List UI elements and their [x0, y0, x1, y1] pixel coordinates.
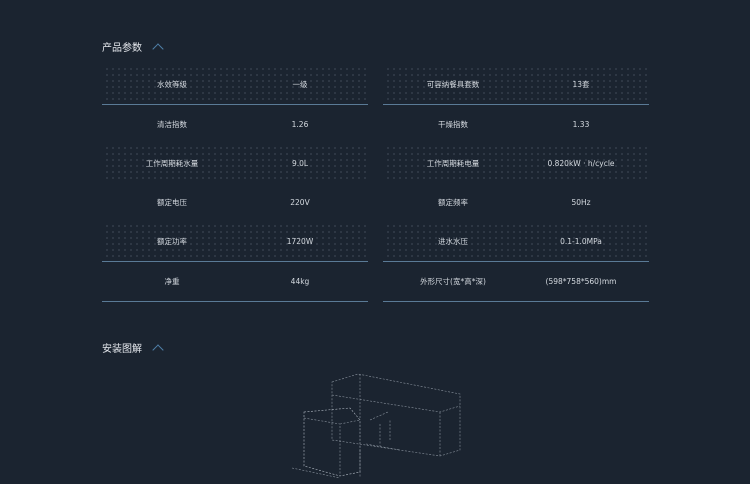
- param-label: 干燥指数: [438, 120, 468, 129]
- param-value: 1720W: [286, 237, 314, 246]
- param-label: 水效等级: [157, 80, 187, 89]
- param-value: 13套: [572, 80, 590, 89]
- param-row: 工作周期耗水量 9.0L: [102, 144, 368, 183]
- chevron-up-icon[interactable]: [152, 343, 164, 356]
- param-value: 220V: [290, 198, 310, 207]
- param-value: (598*758*560)mm: [545, 277, 617, 286]
- cabinet-outline: [331, 373, 461, 457]
- installation-diagram: [291, 373, 461, 479]
- params-left-column: 水效等级 一级清洁指数 1.26 工作周期耗水量 9.0L 额定电压 220V 额定功率 172…: [102, 65, 368, 302]
- param-label: 外形尺寸(宽*高*深): [420, 277, 486, 286]
- param-label: 净重: [164, 277, 180, 286]
- params-title: 产品参数: [102, 43, 142, 54]
- param-row: 清洁指数 1.26: [102, 105, 368, 144]
- install-title: 安装图解: [102, 344, 142, 355]
- param-row: 额定电压 220V: [102, 183, 368, 222]
- param-row: 进水水压 0.1-1.0MPa: [383, 222, 649, 262]
- dishwasher-outline: [303, 407, 361, 477]
- section-title-params[interactable]: 产品参数: [102, 39, 164, 55]
- param-label: 可容纳餐具套数: [426, 80, 480, 89]
- param-label: 工作周期耗水量: [145, 159, 199, 168]
- param-row: 水效等级 一级: [102, 65, 368, 105]
- param-label: 清洁指数: [157, 120, 187, 129]
- section-title-install[interactable]: 安装图解: [102, 340, 164, 356]
- param-row: 额定频率 50Hz: [383, 183, 649, 222]
- param-value: 50Hz: [571, 198, 591, 207]
- param-value: 1.26: [291, 120, 309, 129]
- param-row: 工作周期耗电量 0.820kW · h/cycle: [383, 144, 649, 183]
- param-value: 0.1-1.0MPa: [560, 237, 602, 246]
- params-right-column: 可容纳餐具套数 13套干燥指数 1.33 工作周期耗电量 0.820kW · h/cyc…: [383, 65, 649, 302]
- chevron-up-icon[interactable]: [152, 42, 164, 55]
- param-row: 干燥指数 1.33: [383, 105, 649, 144]
- param-row: 额定功率 1720W: [102, 222, 368, 262]
- param-value: 44kg: [290, 277, 310, 286]
- param-label: 工作周期耗电量: [426, 159, 480, 168]
- param-label: 额定功率: [157, 237, 187, 246]
- param-row: 净重 44kg: [102, 262, 368, 302]
- param-value: 9.0L: [291, 159, 309, 168]
- param-value: 1.33: [572, 120, 590, 129]
- param-row: 外形尺寸(宽*高*深) (598*758*560)mm: [383, 262, 649, 302]
- param-row: 可容纳餐具套数 13套: [383, 65, 649, 105]
- param-label: 额定电压: [157, 198, 187, 207]
- param-label: 额定频率: [438, 198, 468, 207]
- param-value: 一级: [292, 80, 308, 89]
- param-label: 进水水压: [438, 237, 468, 246]
- param-value: 0.820kW · h/cycle: [547, 159, 615, 168]
